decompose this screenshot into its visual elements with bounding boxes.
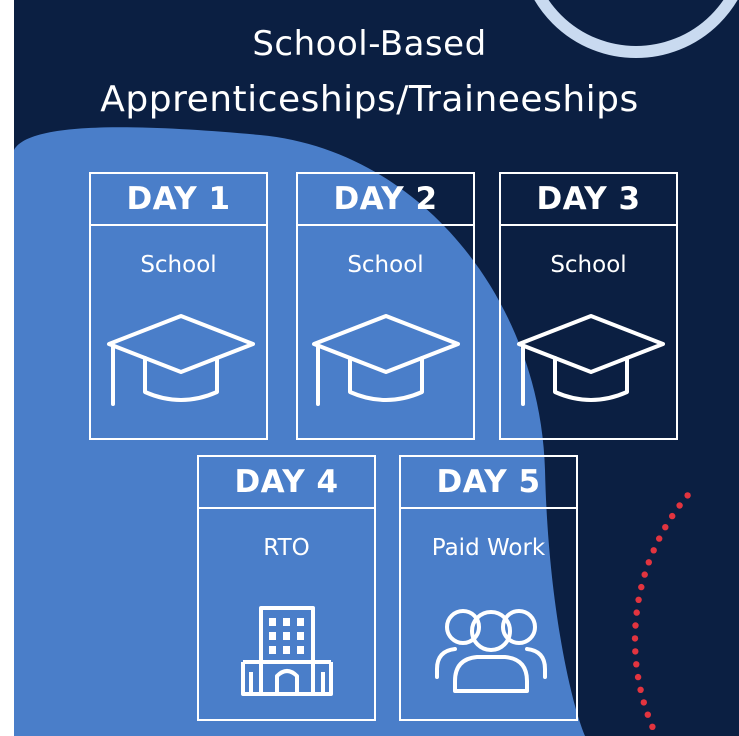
day-card-1: DAY 1 School [89, 172, 268, 440]
decorative-dot [635, 596, 642, 603]
decorative-dot [641, 571, 648, 578]
day-card-3: DAY 3 School [499, 172, 678, 440]
decorative-dot [631, 635, 639, 642]
decorative-dot [632, 622, 639, 629]
decorative-dot [684, 492, 691, 499]
day-activity: School [347, 252, 424, 278]
decorative-dot [644, 711, 651, 718]
page-title-line-1: School-Based [252, 24, 487, 64]
day-card-2: DAY 2 School [296, 172, 475, 440]
day-label: DAY 1 [91, 174, 266, 226]
building-icon [241, 606, 333, 696]
decorative-dot [633, 609, 640, 616]
day-card-4: DAY 4 RTO [197, 455, 376, 721]
decorative-dot [645, 559, 652, 566]
day-activity: School [140, 252, 217, 278]
day-activity: Paid Work [431, 535, 546, 561]
day-label: DAY 5 [401, 457, 576, 509]
decorative-dot [676, 502, 683, 509]
day-label: DAY 2 [298, 174, 473, 226]
dotted-arc-decoration [631, 492, 691, 730]
decorative-dot [633, 661, 640, 668]
graduation-cap-icon [107, 314, 255, 406]
page-title-line-2: Apprenticeships/Traineeships [100, 79, 639, 120]
blue-blob-shape [14, 127, 585, 736]
decorative-dot [640, 699, 647, 706]
day-label: DAY 4 [199, 457, 374, 509]
day-label: DAY 3 [501, 174, 676, 226]
day-activity: School [550, 252, 627, 278]
decorative-dot [662, 524, 669, 531]
decorative-dot [638, 583, 645, 591]
graduation-cap-icon [517, 314, 665, 406]
ring-decoration [534, 0, 738, 58]
decorative-dot [649, 723, 656, 730]
decorative-dot [656, 535, 663, 542]
day-activity: RTO [263, 535, 310, 561]
decorative-dot [634, 673, 642, 681]
decorative-dot [637, 686, 644, 693]
decorative-dot [669, 512, 676, 520]
people-group-icon [435, 609, 547, 693]
decorative-dot [650, 547, 657, 554]
graduation-cap-icon [312, 314, 460, 406]
day-card-5: DAY 5 Paid Work [399, 455, 578, 721]
decorative-dot [632, 648, 639, 655]
